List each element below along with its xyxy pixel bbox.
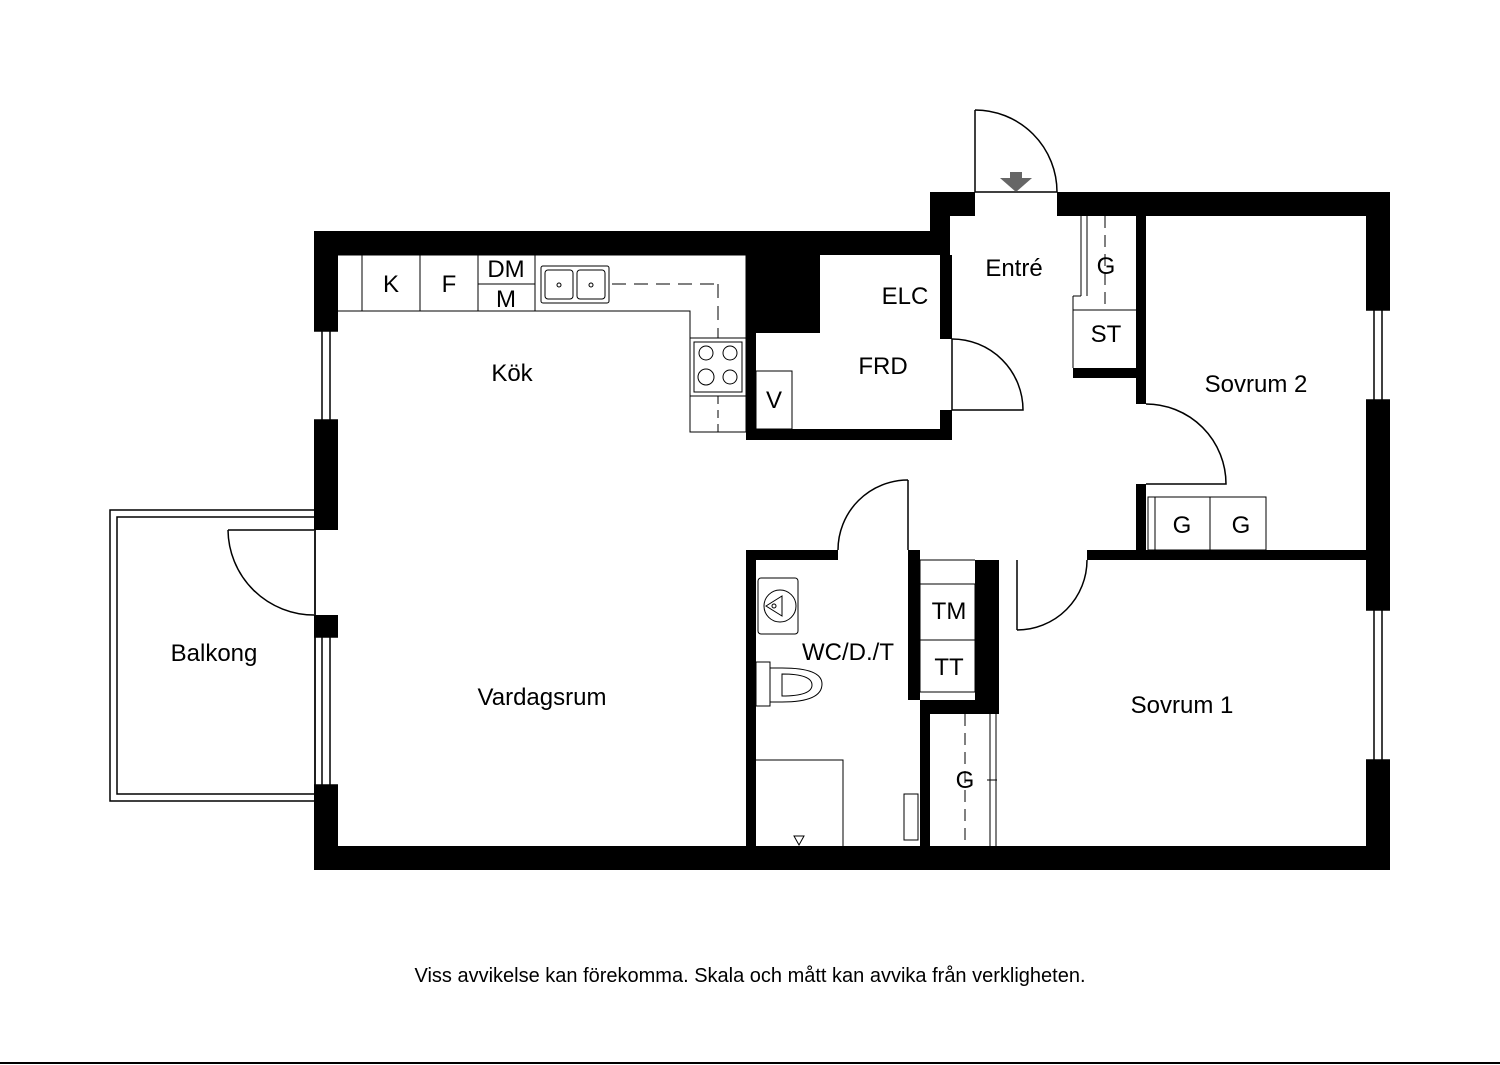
fixture-label-tt: TT — [934, 654, 964, 681]
fixture-label-g-bed2-b: G — [1232, 512, 1251, 539]
fixture-label-g-bed2-a: G — [1173, 512, 1192, 539]
room-label-frd: FRD — [858, 353, 907, 380]
interior-walls — [746, 216, 1390, 850]
fixture-label-st: ST — [1091, 321, 1122, 348]
fixture-label-tm: TM — [932, 598, 967, 625]
entry-arrow-stem — [1010, 172, 1022, 180]
windows — [314, 309, 1390, 786]
entry-arrow-icon — [1000, 178, 1032, 192]
room-label-kok: Kök — [491, 360, 533, 387]
bedroom1-wardrobe — [964, 714, 997, 846]
bottom-rule — [0, 1062, 1500, 1064]
balcony — [109, 509, 316, 802]
disclaimer-text: Viss avvikelse kan förekomma. Skala och … — [414, 965, 1086, 987]
room-label-elc: ELC — [882, 283, 929, 310]
exterior-walls — [314, 192, 1390, 870]
fixture-label-m: M — [496, 286, 516, 313]
fixture-label-v: V — [766, 387, 782, 414]
wc-fixtures — [755, 559, 976, 847]
stove-icon — [693, 341, 743, 393]
room-label-vardagsrum: Vardagsrum — [478, 684, 607, 711]
kitchen-counter — [338, 254, 747, 433]
v-cabinet — [755, 370, 793, 430]
fixture-label-k: K — [383, 271, 399, 298]
room-label-balkong: Balkong — [171, 640, 258, 667]
room-label-entre: Entré — [985, 255, 1042, 282]
fixture-label-f: F — [442, 271, 457, 298]
fixture-label-dm: DM — [487, 256, 524, 283]
hall-storage — [1072, 216, 1136, 368]
kitchen-sink-icon — [540, 265, 610, 304]
room-label-sovrum1: Sovrum 1 — [1131, 692, 1234, 719]
fixture-label-g-hall: G — [1097, 253, 1116, 280]
fixture-label-g-bed1: G — [956, 767, 975, 794]
room-label-wc: WC/D./T — [802, 639, 894, 666]
room-label-sovrum2: Sovrum 2 — [1205, 371, 1308, 398]
bedroom2-wardrobes — [1147, 496, 1267, 551]
